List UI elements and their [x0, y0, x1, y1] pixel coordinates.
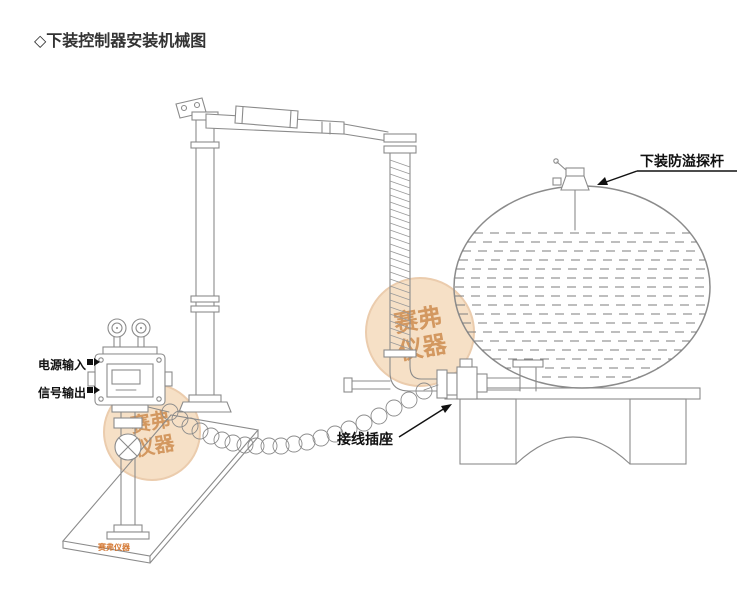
- probe-leader-line: [605, 170, 638, 183]
- storage-tank: [453, 185, 711, 389]
- pressure-gauge-right: [131, 318, 151, 349]
- power-input-arrowhead-icon: [94, 358, 100, 366]
- label-power-input: 电源输入: [38, 357, 86, 372]
- page-title: ◇下装控制器安装机械图: [34, 31, 206, 50]
- display-window: [111, 369, 141, 385]
- socket-arrowhead-icon: [441, 404, 452, 413]
- tank-outlet-pipe: [486, 359, 544, 392]
- power-input-marker: [87, 359, 93, 365]
- label-overflow-probe: 下装防溢探杆: [640, 153, 724, 170]
- control-box: [87, 318, 173, 406]
- label-signal-output: 信号输出: [38, 385, 86, 400]
- hose-hatching: [389, 159, 411, 350]
- counterweight: [234, 105, 299, 129]
- watermark-small-text: 赛弗仪器: [97, 542, 131, 552]
- signal-output-arrowhead-icon: [94, 386, 100, 394]
- tank-stand: [444, 387, 701, 465]
- hose-pipe: [343, 133, 438, 393]
- loading-arm: [175, 97, 389, 413]
- annotations: 下装防溢探杆 接线插座 电源输入 信号输出: [38, 153, 737, 448]
- tank-liquid-hatching: [455, 232, 709, 378]
- label-wiring-socket: 接线插座: [337, 431, 393, 448]
- overflow-probe: [552, 158, 590, 231]
- probe-arrowhead-icon: [597, 177, 608, 185]
- riser-pipe: [106, 404, 150, 540]
- coil-cable: [147, 382, 439, 455]
- watermark-stamp-primary: 赛弗 仪器: [365, 277, 475, 387]
- signal-output-marker: [87, 387, 93, 393]
- socket-leader-line: [398, 407, 446, 438]
- pressure-gauge-left: [107, 318, 127, 349]
- socket-connector: [436, 358, 488, 400]
